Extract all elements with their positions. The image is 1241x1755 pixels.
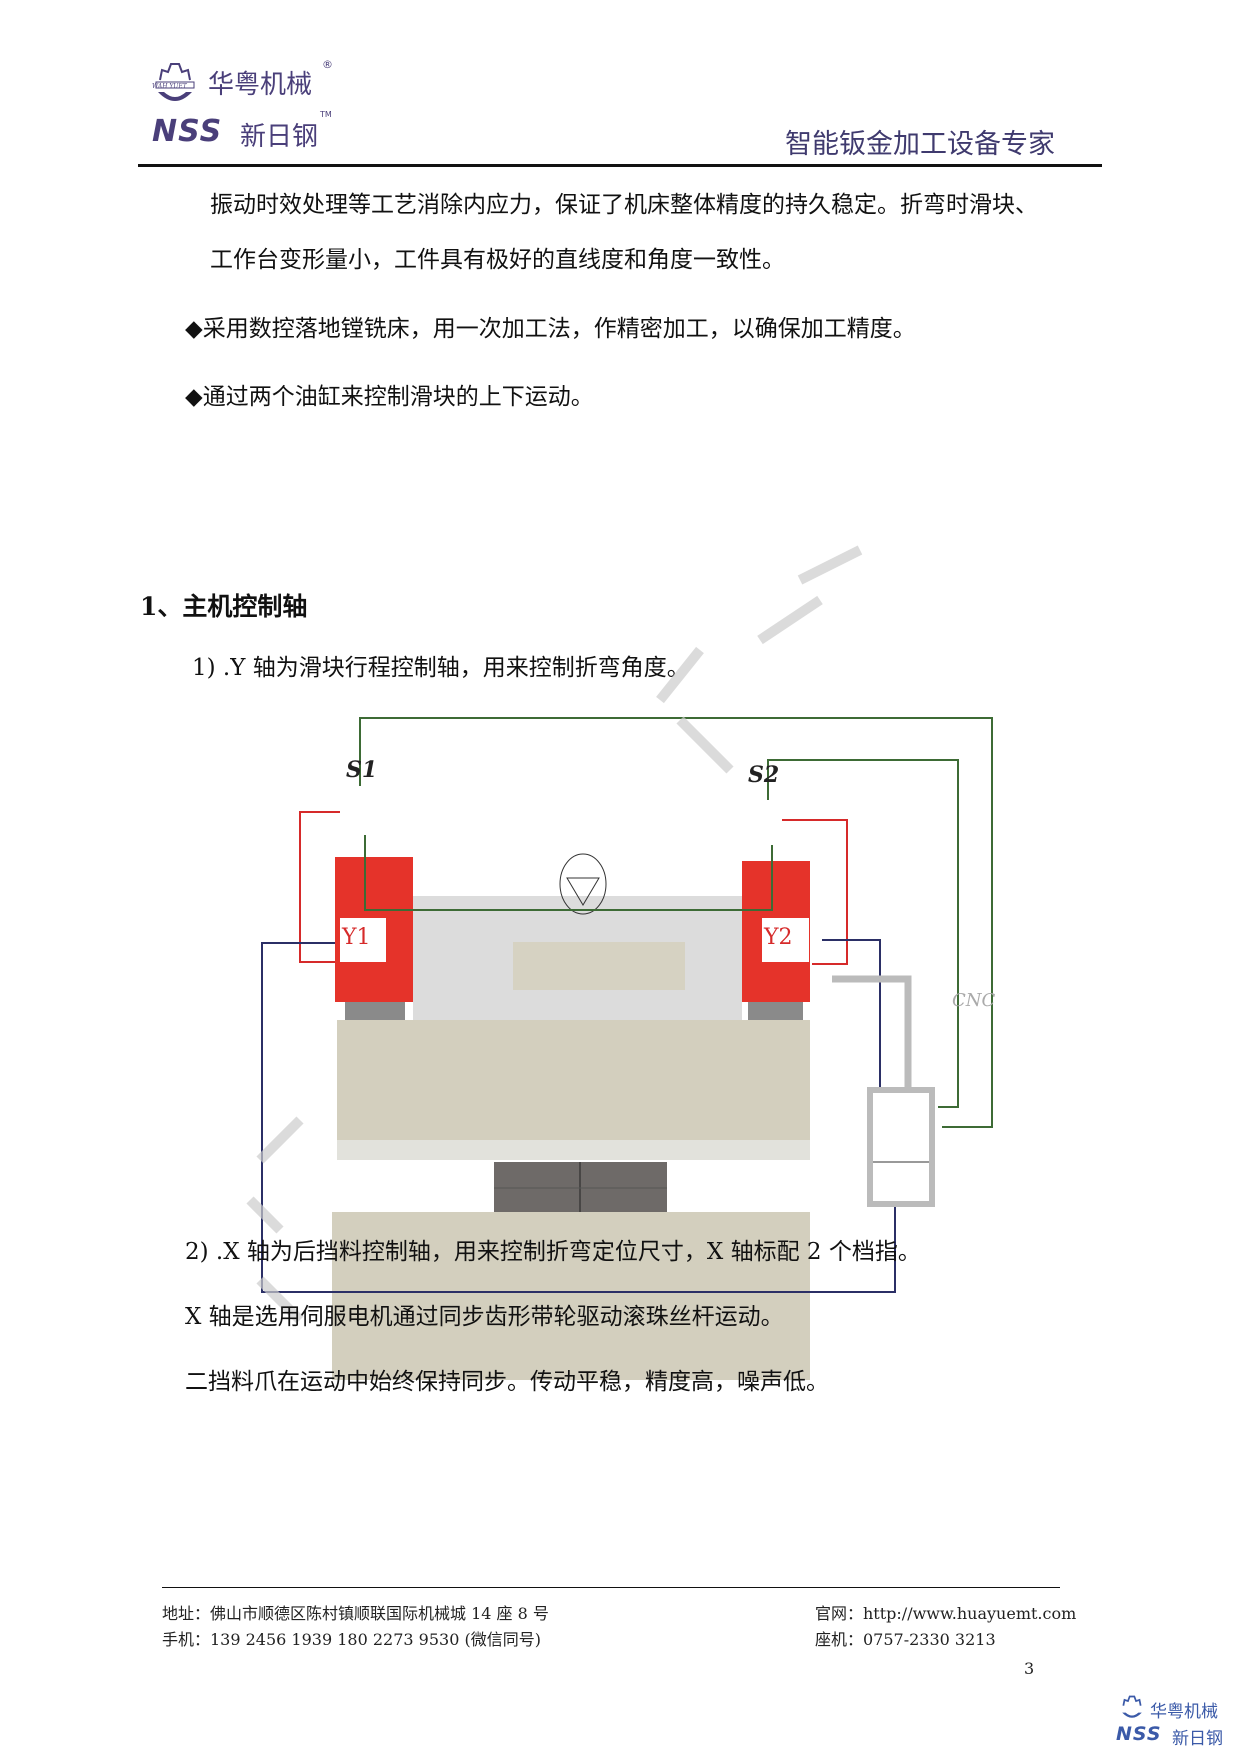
y-axis-description: 1) .Y 轴为滑块行程控制轴，用来控制折弯角度。 (192, 655, 690, 681)
gear-logo-icon (155, 63, 195, 101)
label-s1: S1 (346, 757, 378, 783)
footer-website: 官网：http://www.huayuemt.com (815, 1604, 1077, 1623)
power-lines (261, 939, 896, 1293)
x-axis-description-line: 二挡料爪在运动中始终保持同步。传动平稳，精度高，噪声低。 (185, 1369, 829, 1395)
footer-landline: 座机：0757-2330 3213 (815, 1630, 996, 1649)
upper-table (337, 1020, 810, 1160)
beam-panel (513, 942, 685, 990)
footer-address: 地址：佛山市顺德区陈村镇顺联国际机械城 14 座 8 号 (162, 1604, 549, 1623)
x-axis-description-line: X 轴是选用伺服电机通过同步齿形带轮驱动滚珠丝杆运动。 (185, 1304, 784, 1330)
bullet-item: ◆采用数控落地镗铣床，用一次加工法，作精密加工，以确保加工精度。 (185, 316, 916, 342)
paragraph-line: 振动时效处理等工艺消除内应力，保证了机床整体精度的持久稳定。折弯时滑块、 (210, 192, 1038, 218)
gear-logo-icon (1122, 1695, 1142, 1718)
lower-table (332, 1212, 810, 1380)
logo-registered: ® (322, 58, 333, 71)
logo-tm: TM (320, 110, 332, 119)
feedback-lines (299, 811, 848, 965)
logo-nss: NSS (1116, 1723, 1162, 1745)
header-divider (138, 164, 1102, 167)
logo-brand-en: WAH YUET (152, 83, 187, 90)
cylinder-rod-left (345, 1002, 405, 1020)
label-y1: Y1 (342, 925, 371, 950)
x-axis-description: 2) .X 轴为后挡料控制轴，用来控制折弯定位尺寸，X 轴标配 2 个档指。 (185, 1239, 921, 1265)
bullet-item: ◆通过两个油缸来控制滑块的上下运动。 (185, 384, 594, 410)
page-number: 3 (1024, 1659, 1035, 1678)
logo-brand-cn: 华粤机械 (1150, 1702, 1218, 1722)
section-heading: 1、主机控制轴 (140, 592, 308, 621)
cylinder-rod-right (748, 1002, 803, 1020)
logo-nss-cn: 新日钢 (240, 122, 319, 152)
logo-nss-cn: 新日钢 (1172, 1729, 1223, 1749)
hydraulic-pipe (832, 975, 912, 1087)
header-slogan: 智能钣金加工设备专家 (785, 129, 1055, 160)
signal-lines (359, 717, 993, 1128)
logo-brand-cn: 华粤机械 (208, 70, 313, 100)
footer-divider (162, 1587, 1060, 1588)
label-cnc: CNC (952, 990, 996, 1011)
watermark (246, 545, 863, 1324)
label-s2: S2 (748, 762, 780, 788)
cnc-controller (867, 1087, 935, 1207)
valve-icon (559, 853, 607, 915)
label-y2: Y2 (764, 925, 793, 950)
paragraph-line: 工作台变形量小，工件具有极好的直线度和角度一致性。 (210, 247, 785, 273)
logo-nss: NSS (152, 114, 223, 149)
footer-phone: 手机：139 2456 1939 180 2273 9530 (微信同号) (162, 1630, 541, 1649)
